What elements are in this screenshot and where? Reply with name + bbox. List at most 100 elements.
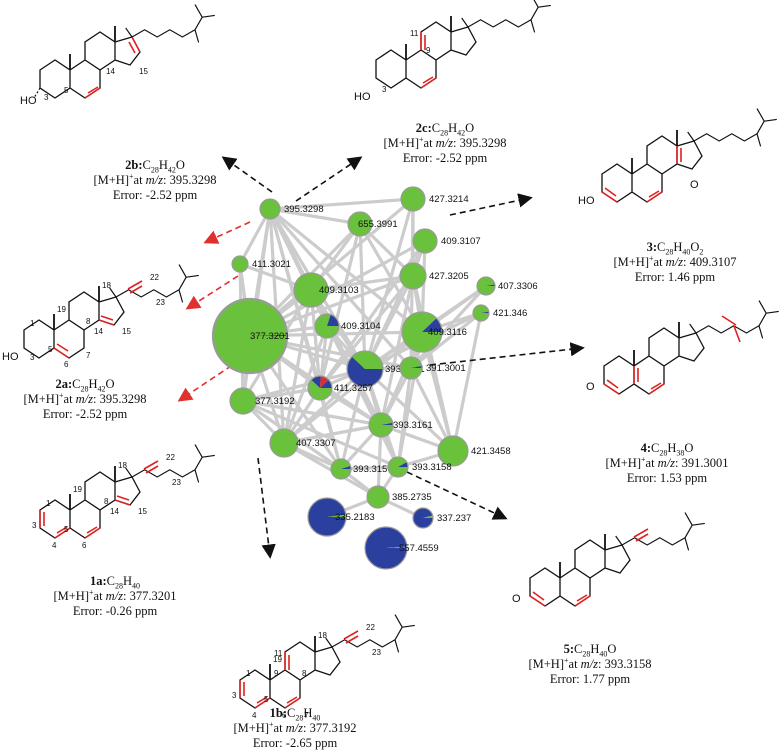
error-value: Error: 1.46 ppm <box>634 270 716 284</box>
at-label: at <box>63 392 73 406</box>
node-border <box>472 304 490 322</box>
node-border <box>476 276 496 296</box>
node-pie-slice <box>294 273 328 307</box>
formula-element: H <box>122 574 133 588</box>
hydroxy-label: HO <box>20 95 37 107</box>
error-value: Error: -2.52 ppm <box>112 188 198 202</box>
formula-subscript: 40 <box>682 247 691 257</box>
node-label: 557.4559 <box>399 543 439 554</box>
dashed-arrow <box>429 342 585 366</box>
node-label: 407.3307 <box>296 438 336 449</box>
formula-subscript: 42 <box>97 384 106 394</box>
node-border <box>259 198 281 220</box>
formula-subscript: 40 <box>312 713 321 723</box>
node-label: 427.3205 <box>429 271 469 282</box>
node-label: 377.3201 <box>250 331 290 342</box>
error-value: Error: 1.77 ppm <box>549 672 631 686</box>
mz-value: 377.3201 <box>129 589 177 603</box>
compound-id: 2c <box>415 121 428 135</box>
atom-number: 14 <box>94 327 103 336</box>
node-pie-slice <box>327 514 346 517</box>
dashed-arrow <box>221 156 273 193</box>
atom-number: 1 <box>46 499 51 508</box>
network-node[interactable]: 421.3458 <box>437 435 511 467</box>
network-node[interactable]: 407.3306 <box>476 276 538 296</box>
network-node[interactable]: 411.3021 <box>231 255 291 273</box>
error-value: Error: -2.65 ppm <box>252 736 338 750</box>
network-node[interactable]: 409.3103 <box>293 272 359 308</box>
network-node[interactable]: 655.3991 <box>347 211 398 237</box>
network-node[interactable]: 409.3104 <box>314 313 381 339</box>
formula-subscript: 2 <box>699 247 704 257</box>
network-node[interactable]: 557.4559 <box>364 526 439 570</box>
formula-subscript: 28 <box>114 581 123 591</box>
mz-value: 395.3298 <box>169 173 217 187</box>
network-edge <box>268 207 362 226</box>
atom-number: 1 <box>30 319 35 328</box>
keto-label: O <box>512 593 521 605</box>
network-node[interactable]: 421.346 <box>472 304 527 322</box>
node-pie-slice <box>401 187 425 211</box>
mz-value: 395.3298 <box>459 136 507 150</box>
node-pie-slice <box>250 334 287 336</box>
mz-prefix: m/z <box>105 589 124 603</box>
node-label: 409.3116 <box>428 327 467 338</box>
node-pie-slice <box>327 314 339 326</box>
network-node[interactable]: 335.2183 <box>307 497 375 537</box>
atom-number: 4 <box>252 711 257 720</box>
node-pie-slice <box>311 376 321 388</box>
mz-prefix: m/z <box>75 392 94 406</box>
node-label: 393.3158 <box>412 462 452 473</box>
formula-element: O <box>105 377 115 391</box>
network-node[interactable]: 427.3205 <box>399 262 469 290</box>
network-node[interactable]: 337.237 <box>412 507 471 529</box>
network-node[interactable]: 385.2735 <box>366 485 432 509</box>
network-node[interactable]: 393.3161 <box>368 412 433 438</box>
atom-number: 23 <box>172 478 181 487</box>
node-pie-slice <box>486 284 495 286</box>
error-value: Error: -2.52 ppm <box>42 407 128 421</box>
compound-id: 1a <box>89 574 103 588</box>
hydroxy-label: HO <box>578 195 595 207</box>
network-node[interactable]: 411.3257 <box>307 375 373 401</box>
formula-subscript: 28 <box>295 713 304 723</box>
network-node[interactable]: 427.3214 <box>400 186 469 212</box>
node-label: 421.3458 <box>471 446 511 457</box>
node-label: 427.3214 <box>429 194 469 205</box>
formula-element: C <box>651 441 660 455</box>
network-node[interactable]: 395.3298 <box>259 198 324 220</box>
network-node[interactable]: 391.3001 <box>399 356 466 380</box>
network-node[interactable]: 407.3307 <box>269 428 336 458</box>
atom-number: 19 <box>73 485 82 494</box>
atom-number: 4 <box>52 541 57 550</box>
network-node[interactable]: 393.315 <box>330 458 387 480</box>
node-pie-slice <box>400 356 422 379</box>
node-pie-slice <box>260 199 280 219</box>
network-node[interactable]: 377.3201 <box>211 297 290 375</box>
formula-subscript: 28 <box>440 128 449 138</box>
node-pie-slice <box>412 508 433 529</box>
node-border <box>437 435 469 467</box>
atom-number: 3 <box>30 353 35 362</box>
network-node[interactable]: 393.3158 <box>387 456 452 478</box>
keto-label: O <box>690 179 699 191</box>
mz-value: 377.3192 <box>309 721 357 735</box>
node-label: 393.3161 <box>393 420 433 431</box>
mz-prefix: m/z <box>145 173 164 187</box>
atom-number: 19 <box>57 305 66 314</box>
formula-subscript: 40 <box>599 649 608 659</box>
formula-element: H <box>88 377 98 391</box>
node-border <box>293 272 329 308</box>
network-edge <box>409 311 483 370</box>
node-pie-slice <box>351 350 383 369</box>
keto-label: O <box>586 381 595 393</box>
caption-2a: 2a:C28H42O [M+H]+at m/z: 395.3298 Error:… <box>10 377 160 422</box>
node-border <box>401 311 443 353</box>
network-node[interactable]: 377.3192 <box>229 387 295 415</box>
node-pie-slice <box>212 298 287 373</box>
atom-number: 22 <box>150 273 159 282</box>
network-node[interactable]: 409.3107 <box>412 228 481 254</box>
network-node[interactable]: 409.3116 <box>401 311 467 353</box>
ion-label: [M+H] <box>23 392 59 406</box>
mz-prefix: m/z <box>285 721 304 735</box>
